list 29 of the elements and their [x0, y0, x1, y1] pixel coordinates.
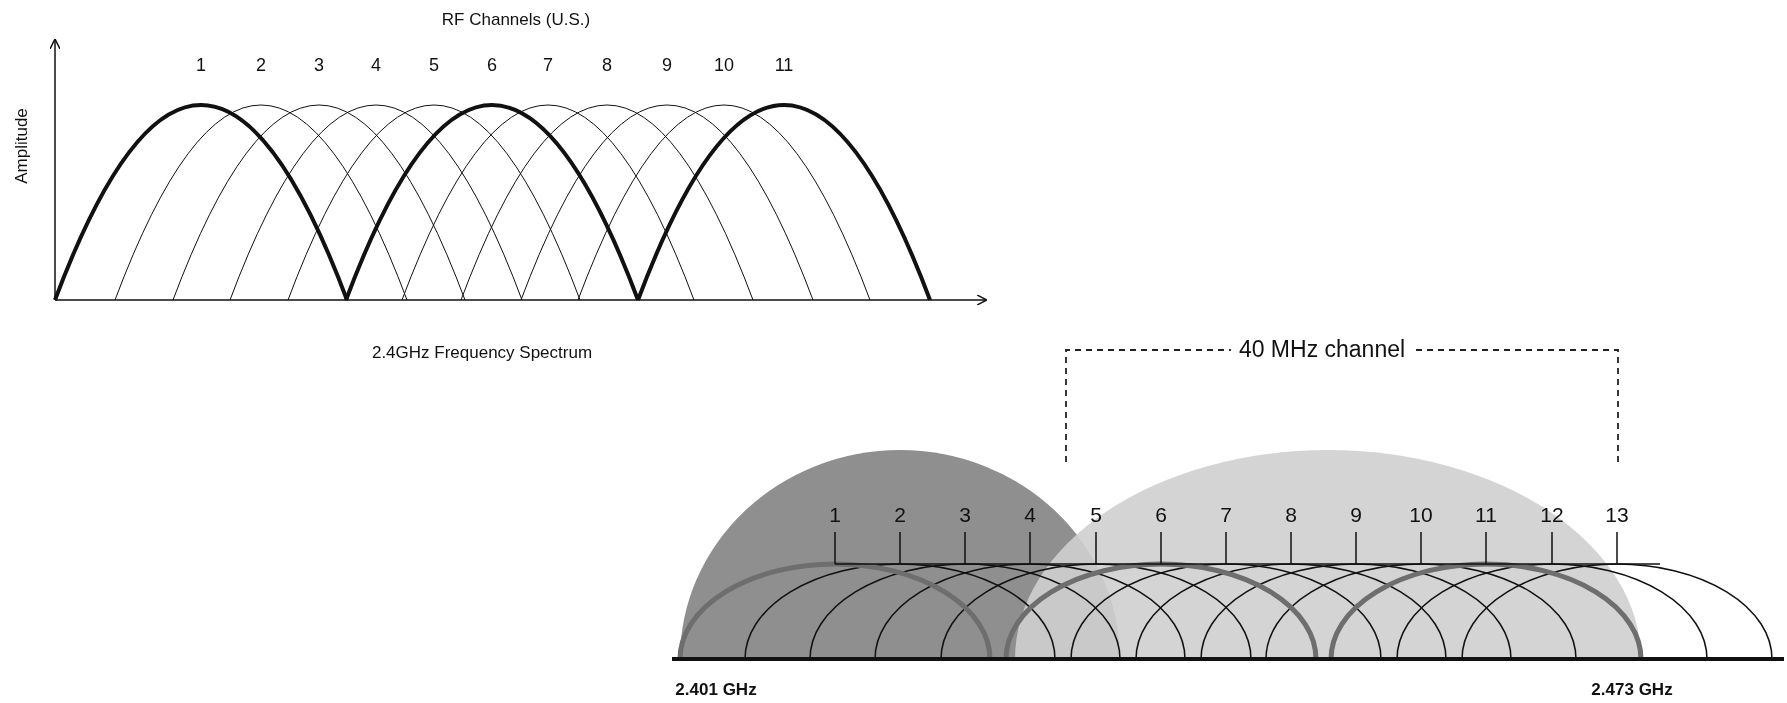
channel-number: 6: [1155, 503, 1167, 527]
channel-number: 7: [1220, 503, 1232, 527]
channel-number: 4: [1024, 503, 1036, 527]
channel-number: 11: [1475, 503, 1497, 527]
channel-number: 9: [1350, 503, 1362, 527]
channel-number: 10: [1409, 503, 1433, 527]
channel-number: 7: [543, 56, 553, 76]
frequency-label: 2.473 GHz: [1591, 680, 1673, 700]
channel-number: 1: [196, 56, 206, 76]
channel-number: 5: [1090, 503, 1102, 527]
channel-number: 11: [774, 56, 794, 76]
frequency-label: 2.401 GHz: [675, 680, 757, 700]
channel-number: 13: [1605, 503, 1629, 527]
channel-number: 6: [487, 56, 497, 76]
channel-number: 3: [314, 56, 324, 76]
channel-number: 8: [602, 56, 612, 76]
axis-label: 2.4GHz Frequency Spectrum: [371, 343, 593, 363]
axis-label: Amplitude: [12, 108, 32, 184]
channel-number: 10: [714, 56, 734, 76]
channel-number: 2: [256, 56, 266, 76]
channel-number: 12: [1540, 503, 1564, 527]
channel-number: 9: [662, 56, 672, 76]
channel-number: 5: [429, 56, 439, 76]
channel-number: 8: [1285, 503, 1297, 527]
channel-number: 1: [829, 503, 841, 527]
channel-number: 2: [894, 503, 906, 527]
chart-title: RF Channels (U.S.): [441, 10, 591, 30]
channel-number: 3: [959, 503, 971, 527]
channel-number: 4: [371, 56, 381, 76]
